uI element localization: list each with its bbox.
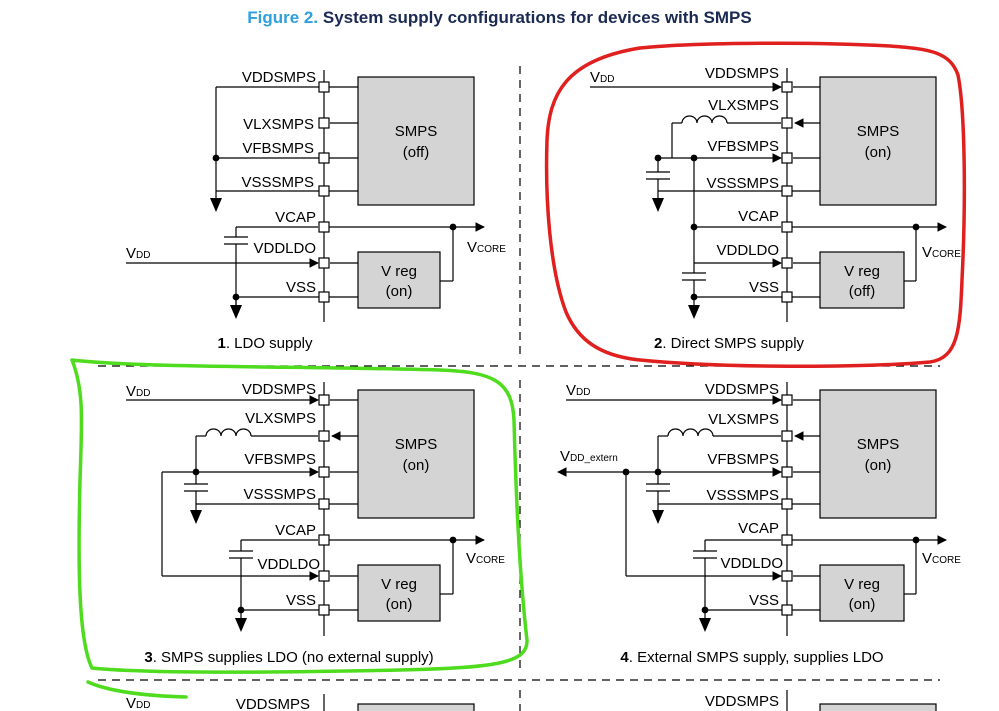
pin-vddldo: VDDLDO (716, 242, 779, 259)
pin-vddsmps: VDDSMPS (705, 65, 779, 82)
red-highlight-outline (544, 41, 967, 369)
vcore-label: VCORE (466, 550, 505, 567)
vdd-label: VDD (566, 382, 590, 399)
pin-vcap: VCAP (738, 208, 779, 225)
vreg-label: V reg (844, 263, 880, 280)
vreg-box (357, 251, 441, 309)
smps-state: (on) (865, 457, 892, 474)
smps-box (819, 76, 937, 206)
vreg-box (819, 251, 905, 309)
vreg-state: (on) (849, 596, 876, 613)
figure-caption: System supply configurations for devices… (322, 8, 752, 27)
pin-vss: VSS (286, 279, 316, 296)
pin-vddldo: VDDLDO (257, 556, 320, 573)
vdd-label: VDD (126, 383, 150, 400)
smps-state: (on) (865, 144, 892, 161)
pin-vddldo: VDDLDO (253, 240, 316, 257)
vreg-box (819, 564, 905, 622)
vreg-state: (on) (386, 283, 413, 300)
panel-caption: 2. Direct SMPS supply (654, 335, 805, 352)
smps-state: (on) (403, 457, 430, 474)
pin-vsssmps: VSSSMPS (706, 175, 779, 192)
panel-4-external-smps-supply: SMPS (on) V reg (on) VDDSMPS VLXSMPS VFB… (557, 381, 961, 666)
panel-separators (98, 66, 940, 711)
panel-caption: 4. External SMPS supply, supplies LDO (620, 649, 883, 666)
vcore-label: VCORE (922, 244, 961, 261)
pin-vsssmps: VSSSMPS (706, 487, 779, 504)
pin-vcap: VCAP (275, 522, 316, 539)
panel-2-direct-smps-supply: SMPS (on) V reg (off) VDDSMPS VLXSMPS VF… (590, 65, 961, 352)
vdd-extern-label: VDD_extern (560, 448, 618, 465)
panel-1-ldo-supply: SMPS (off) V reg (on) VDDSMPS VLXSMPS VF… (126, 69, 506, 352)
pin-vddsmps: VDDSMPS (242, 69, 316, 86)
pin-vlxsmps: VLXSMPS (245, 410, 316, 427)
pin-vddsmps: VDDSMPS (705, 381, 779, 398)
vreg-box (357, 564, 441, 622)
pin-vddsmps: VDDSMPS (705, 693, 779, 710)
pin-vddsmps: VDDSMPS (242, 381, 316, 398)
smps-state: (off) (403, 144, 429, 161)
pin-vsssmps: VSSSMPS (243, 486, 316, 503)
pin-vfbsmps: VFBSMPS (707, 138, 779, 155)
vdd-label: VDD (126, 695, 150, 711)
panel-3-smps-supplies-ldo: SMPS (on) V reg (on) VDDSMPS VLXSMPS VFB… (126, 381, 505, 666)
panel-caption: 3. SMPS supplies LDO (no external supply… (144, 649, 433, 666)
vreg-state: (on) (386, 596, 413, 613)
pin-vfbsmps: VFBSMPS (707, 451, 779, 468)
pin-vss: VSS (749, 592, 779, 609)
smps-box (357, 389, 475, 519)
pin-vlxsmps: VLXSMPS (708, 411, 779, 428)
pin-vddsmps: VDDSMPS (236, 696, 310, 711)
pin-vss: VSS (286, 592, 316, 609)
pin-vss: VSS (749, 279, 779, 296)
figure-number: Figure 2. (247, 8, 319, 27)
vdd-label: VDD (590, 69, 614, 86)
vreg-label: V reg (381, 263, 417, 280)
smps-box (819, 389, 937, 519)
partial-bottom-row: VDD VDDSMPS VDDSMPS (126, 690, 937, 711)
figure-title: Figure 2. System supply configurations f… (0, 8, 999, 28)
vreg-state: (off) (849, 283, 875, 300)
pin-vlxsmps: VLXSMPS (243, 116, 314, 133)
pin-vfbsmps: VFBSMPS (242, 140, 314, 157)
pin-vcap: VCAP (738, 520, 779, 537)
smps-label: SMPS (857, 123, 900, 140)
pin-vlxsmps: VLXSMPS (708, 97, 779, 114)
smps-label: SMPS (857, 436, 900, 453)
green-highlight-outline (70, 358, 529, 699)
smps-label: SMPS (395, 123, 438, 140)
vcore-label: VCORE (922, 550, 961, 567)
vdd-label: VDD (126, 245, 150, 262)
panel-caption: 1. LDO supply (217, 335, 313, 352)
smps-box (357, 76, 475, 206)
vreg-label: V reg (381, 576, 417, 593)
pin-vfbsmps: VFBSMPS (244, 451, 316, 468)
vreg-label: V reg (844, 576, 880, 593)
pin-vcap: VCAP (275, 209, 316, 226)
pin-vddldo: VDDLDO (720, 555, 783, 572)
pin-vsssmps: VSSSMPS (241, 174, 314, 191)
vcore-label: VCORE (467, 239, 506, 256)
smps-label: SMPS (395, 436, 438, 453)
